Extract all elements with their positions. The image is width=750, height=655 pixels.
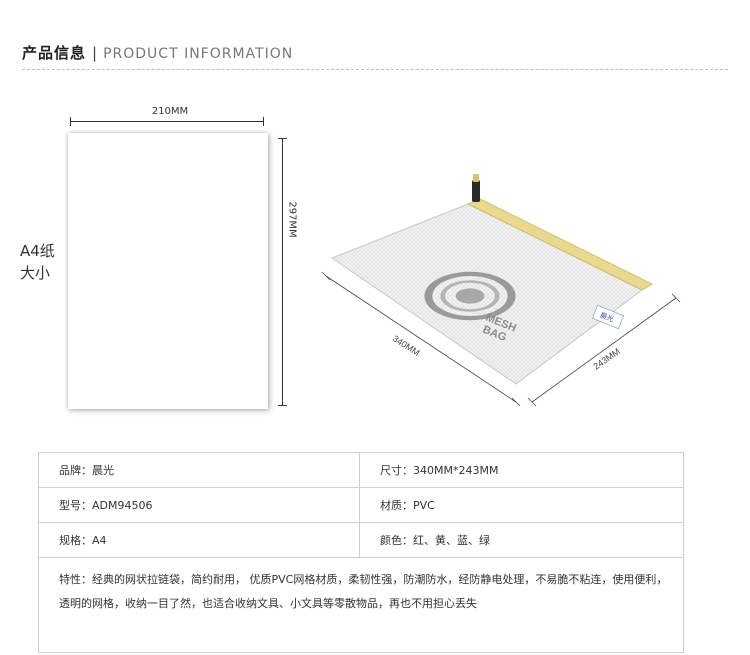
paper-height-label: 297MM [286, 201, 298, 238]
bag-print-circle [424, 271, 516, 321]
spec-model: 型号：ADM94506 [38, 487, 360, 523]
header-divider [22, 69, 728, 70]
a4-paper-caption: A4纸 大小 [20, 240, 55, 284]
spec-brand: 品牌：晨光 [38, 452, 360, 488]
title-separator: | [92, 44, 98, 62]
spec-row: 型号：ADM94506 材质：PVC [38, 487, 684, 523]
section-title-cn: 产品信息 [22, 44, 87, 62]
spec-size: 尺寸：340MM*243MM [359, 452, 684, 488]
bag-height-label: 243MM [591, 346, 621, 371]
bag-body [330, 203, 643, 385]
bag-height-dimension-line [531, 297, 677, 403]
spec-color: 颜色：红、黄、蓝、绿 [359, 522, 684, 558]
mesh-bag-illustration: MESH BAG 晨光 340MM 243MM [321, 174, 681, 407]
section-title-en: PRODUCT INFORMATION [103, 46, 294, 62]
spec-row: 规格：A4 颜色：红、黄、蓝、绿 [38, 522, 684, 558]
spec-features: 特性：经典的网状拉链袋，简约耐用， 优质PVC网格材质，柔韧性强，防潮防水，经防… [38, 557, 684, 653]
spec-row: 特性：经典的网状拉链袋，简约耐用， 优质PVC网格材质，柔韧性强，防潮防水，经防… [38, 557, 684, 653]
a4-caption-line1: A4纸 [20, 242, 55, 260]
spec-row: 品牌：晨光 尺寸：340MM*243MM [38, 452, 684, 488]
a4-paper-illustration [68, 133, 268, 409]
bag-brand-tag [591, 304, 625, 330]
section-header: 产品信息 | PRODUCT INFORMATION [22, 42, 293, 63]
paper-width-label: 210MM [151, 106, 189, 117]
paper-width-dimension-line [70, 117, 264, 126]
bag-width-label: 340MM [391, 333, 422, 358]
bag-width-dimension-line [325, 275, 517, 403]
paper-height-dimension-line [278, 138, 287, 406]
spec-format: 规格：A4 [38, 522, 360, 558]
spec-table: 品牌：晨光 尺寸：340MM*243MM 型号：ADM94506 材质：PVC … [38, 452, 684, 653]
bag-zipper-pull [472, 180, 480, 202]
spec-material: 材质：PVC [359, 487, 684, 523]
a4-caption-line2: 大小 [20, 264, 51, 282]
